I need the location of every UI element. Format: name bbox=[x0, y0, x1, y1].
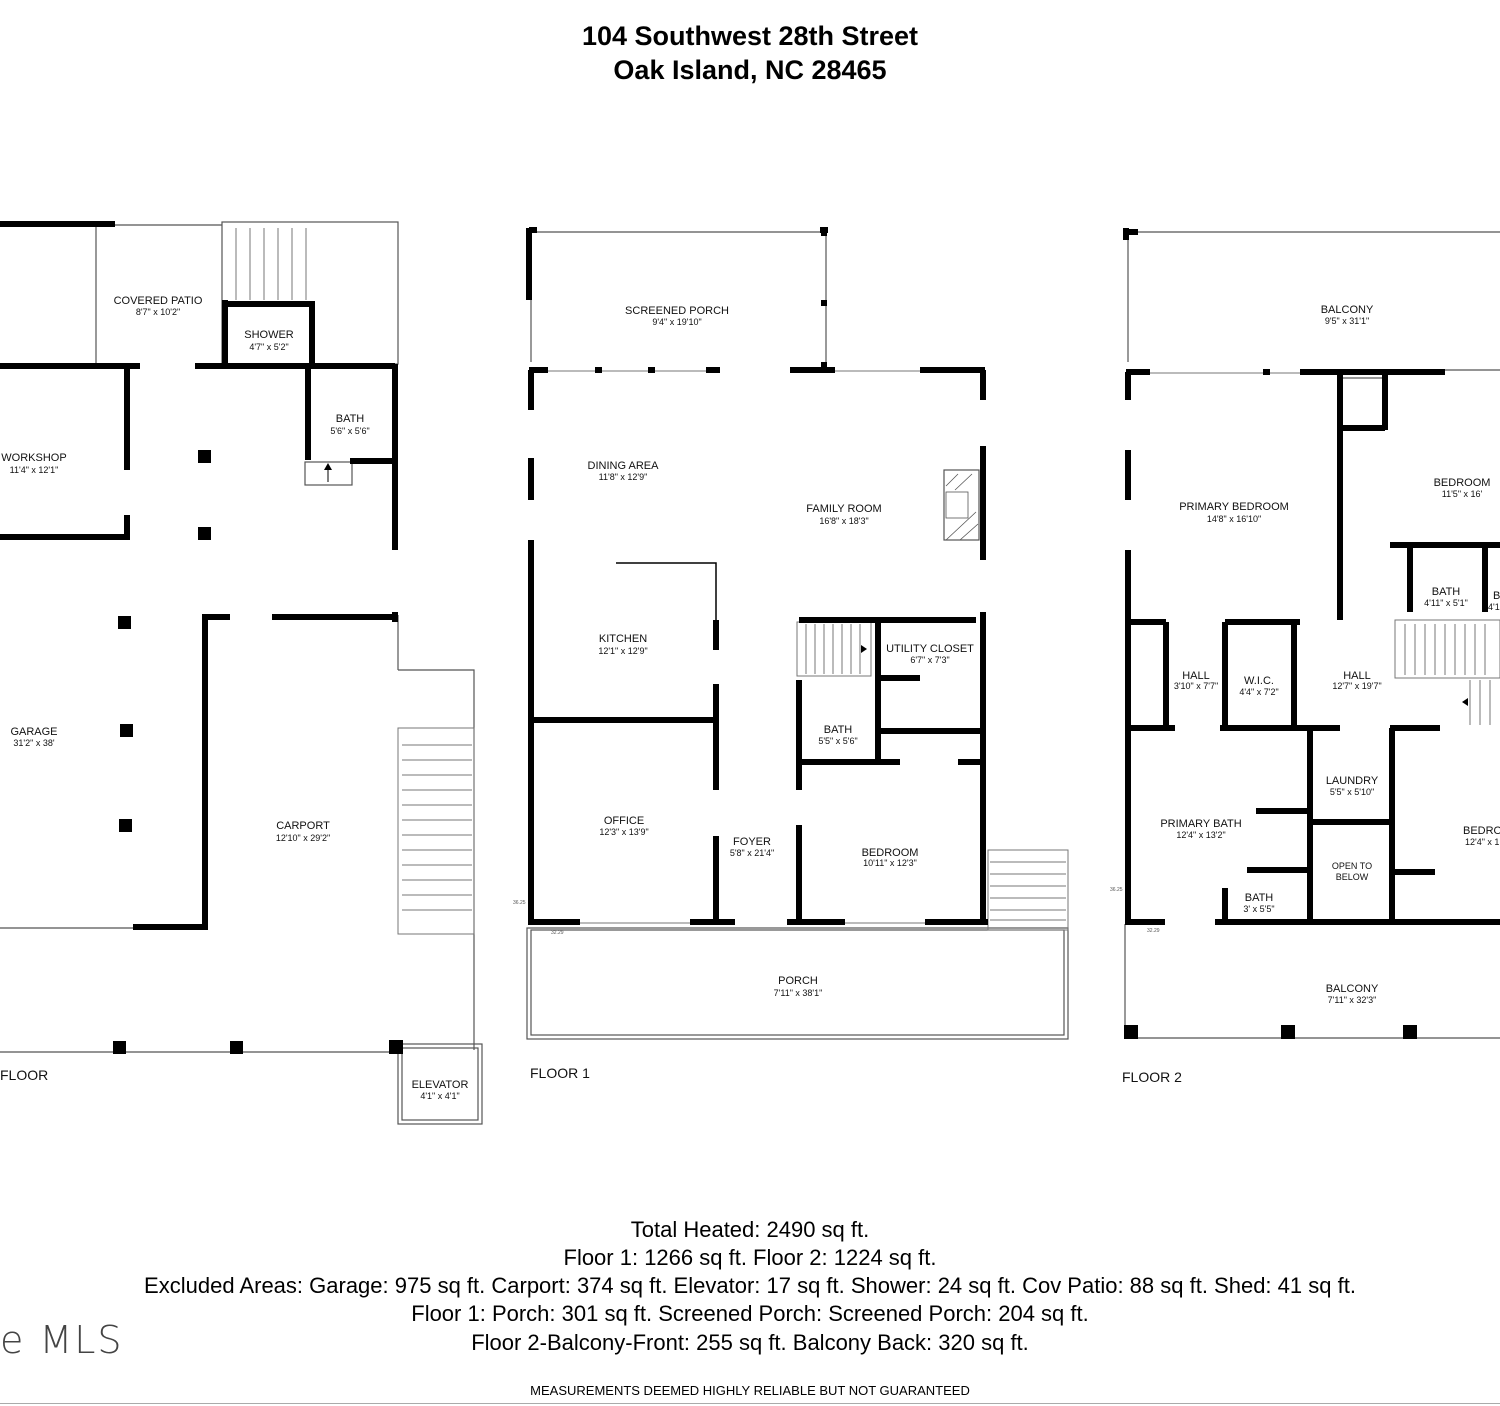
ground-floor-plan bbox=[0, 221, 483, 1125]
summary-floor2-balconies: Floor 2-Balcony-Front: 255 sq ft. Balcon… bbox=[471, 1330, 1029, 1355]
ground-floor-label: FLOOR bbox=[0, 1067, 48, 1083]
primary-bath-dim: 12'4" x 13'2" bbox=[1176, 830, 1225, 840]
floor-2-label: FLOOR 2 bbox=[1122, 1069, 1182, 1085]
floor2-bath-b-dim: 3' x 5'5" bbox=[1243, 904, 1274, 914]
garage-label: GARAGE bbox=[10, 726, 57, 738]
hall-a-dim: 3'10" x 7'7" bbox=[1174, 681, 1218, 691]
elevator-label: ELEVATOR bbox=[412, 1079, 469, 1091]
screened-porch-dim: 9'4" x 19'10" bbox=[652, 317, 701, 327]
carport-dim: 12'10" x 29'2" bbox=[276, 833, 330, 843]
family-room-label: FAMILY ROOM bbox=[806, 503, 881, 515]
laundry-dim: 5'5" x 5'10" bbox=[1330, 787, 1374, 797]
elevator-dim: 4'1" x 4'1" bbox=[420, 1091, 459, 1101]
floor-1-plan bbox=[526, 227, 1069, 1040]
hall-b-label: HALL bbox=[1343, 670, 1371, 682]
porch-dim: 7'11" x 38'1" bbox=[774, 988, 823, 998]
summary-floor-areas: Floor 1: 1266 sq ft. Floor 2: 1224 sq ft… bbox=[563, 1245, 937, 1270]
floor2-bedroom-a-dim: 11'5" x 16' bbox=[1442, 489, 1483, 499]
floor-plans: COVERED PATIO 8'7" x 10'2" SHOWER 4'7" x… bbox=[0, 221, 1500, 1125]
wic-label: W.I.C. bbox=[1244, 675, 1274, 687]
mls-watermark: e MLS bbox=[0, 1318, 124, 1362]
laundry-label: LAUNDRY bbox=[1326, 775, 1379, 787]
disclaimer: MEASUREMENTS DEEMED HIGHLY RELIABLE BUT … bbox=[530, 1383, 970, 1398]
hall-a-label: HALL bbox=[1182, 670, 1210, 682]
ground-stairs-top bbox=[235, 228, 307, 300]
floor2-bedroom-a-label: BEDROOM bbox=[1434, 477, 1491, 489]
floor1-mark-a: 36.25 bbox=[513, 900, 526, 906]
floor2-bath-a-dim: 4'11" x 5'1" bbox=[1424, 598, 1468, 608]
address-line-2: Oak Island, NC 28465 bbox=[613, 55, 887, 85]
porch-label: PORCH bbox=[778, 975, 818, 987]
bottom-rule bbox=[0, 1403, 1500, 1404]
shower-label: SHOWER bbox=[244, 329, 294, 341]
hall-b-dim: 12'7" x 19'7" bbox=[1332, 681, 1381, 691]
floor2-bedroom-b-label: BEDRO bbox=[1463, 825, 1500, 837]
utility-closet-label: UTILITY CLOSET bbox=[886, 643, 974, 655]
floor2-bedroom-b-dim: 12'4" x 1 bbox=[1465, 837, 1499, 847]
primary-bedroom-dim: 14'8" x 16'10" bbox=[1207, 514, 1261, 524]
covered-patio-dim: 8'7" x 10'2" bbox=[136, 307, 180, 317]
dining-area-label: DINING AREA bbox=[588, 460, 660, 472]
fireplace bbox=[945, 473, 979, 541]
floor2-bath-a2-dim: 4'1 bbox=[1488, 602, 1500, 612]
floor2-bath-a2-label: B bbox=[1493, 590, 1500, 602]
office-dim: 12'3" x 13'9" bbox=[599, 827, 648, 837]
floor1-bath-dim: 5'5" x 5'6" bbox=[818, 736, 857, 746]
workshop-label: WORKSHOP bbox=[1, 452, 66, 464]
primary-bath-label: PRIMARY BATH bbox=[1160, 818, 1241, 830]
covered-patio-label: COVERED PATIO bbox=[114, 295, 203, 307]
kitchen-label: KITCHEN bbox=[599, 633, 647, 645]
foyer-dim: 5'8" x 21'4" bbox=[730, 848, 774, 858]
open-to-below-label-1: OPEN TO bbox=[1332, 861, 1372, 871]
summary-excluded-areas: Excluded Areas: Garage: 975 sq ft. Carpo… bbox=[144, 1273, 1356, 1298]
floor1-bath-label: BATH bbox=[824, 724, 853, 736]
ground-stairs-side bbox=[397, 727, 475, 935]
workshop-dim: 11'4" x 12'1" bbox=[10, 465, 59, 475]
summary-total-heated: Total Heated: 2490 sq ft. bbox=[630, 1217, 870, 1242]
foyer-label: FOYER bbox=[733, 836, 771, 848]
primary-bedroom-label: PRIMARY BEDROOM bbox=[1179, 501, 1289, 513]
screened-porch-label: SCREENED PORCH bbox=[625, 305, 729, 317]
shower-dim: 4'7" x 5'2" bbox=[249, 342, 288, 352]
floor-1-label: FLOOR 1 bbox=[530, 1065, 590, 1081]
office-label: OFFICE bbox=[604, 815, 644, 827]
family-room-dim: 16'8" x 18'3" bbox=[819, 516, 868, 526]
ground-bath-label: BATH bbox=[336, 413, 365, 425]
balcony-back-dim: 9'5" x 31'1" bbox=[1325, 316, 1369, 326]
floor2-mark-a: 36.25 bbox=[1110, 887, 1123, 893]
floor2-mark-b: 32.29 bbox=[1147, 928, 1160, 934]
wic-dim: 4'4" x 7'2" bbox=[1239, 687, 1278, 697]
ground-bath-dim: 5'6" x 5'6" bbox=[330, 426, 369, 436]
floor1-bedroom-label: BEDROOM bbox=[862, 847, 919, 859]
balcony-front-dim: 7'11" x 32'3" bbox=[1328, 995, 1377, 1005]
utility-closet-dim: 6'7" x 7'3" bbox=[910, 655, 949, 665]
address-line-1: 104 Southwest 28th Street bbox=[581, 21, 919, 51]
floor2-bath-a-label: BATH bbox=[1432, 586, 1461, 598]
carport-label: CARPORT bbox=[276, 820, 330, 832]
floor1-mark-b: 32.29 bbox=[551, 930, 564, 936]
open-to-below-label-2: BELOW bbox=[1336, 872, 1369, 882]
summary-floor1-porches: Floor 1: Porch: 301 sq ft. Screened Porc… bbox=[411, 1301, 1089, 1326]
balcony-front-label: BALCONY bbox=[1326, 983, 1379, 995]
floor1-bedroom-dim: 10'11" x 12'3" bbox=[863, 858, 917, 868]
balcony-back-label: BALCONY bbox=[1321, 304, 1374, 316]
floor-2-plan bbox=[1123, 228, 1500, 1039]
floor-2-stairs bbox=[1394, 619, 1500, 725]
kitchen-dim: 12'1" x 12'9" bbox=[598, 646, 647, 656]
floor2-bath-b-label: BATH bbox=[1245, 892, 1274, 904]
floor-1-stairs bbox=[796, 621, 1069, 931]
dining-area-dim: 11'8" x 12'9" bbox=[599, 472, 648, 482]
garage-dim: 31'2" x 38' bbox=[13, 738, 54, 748]
